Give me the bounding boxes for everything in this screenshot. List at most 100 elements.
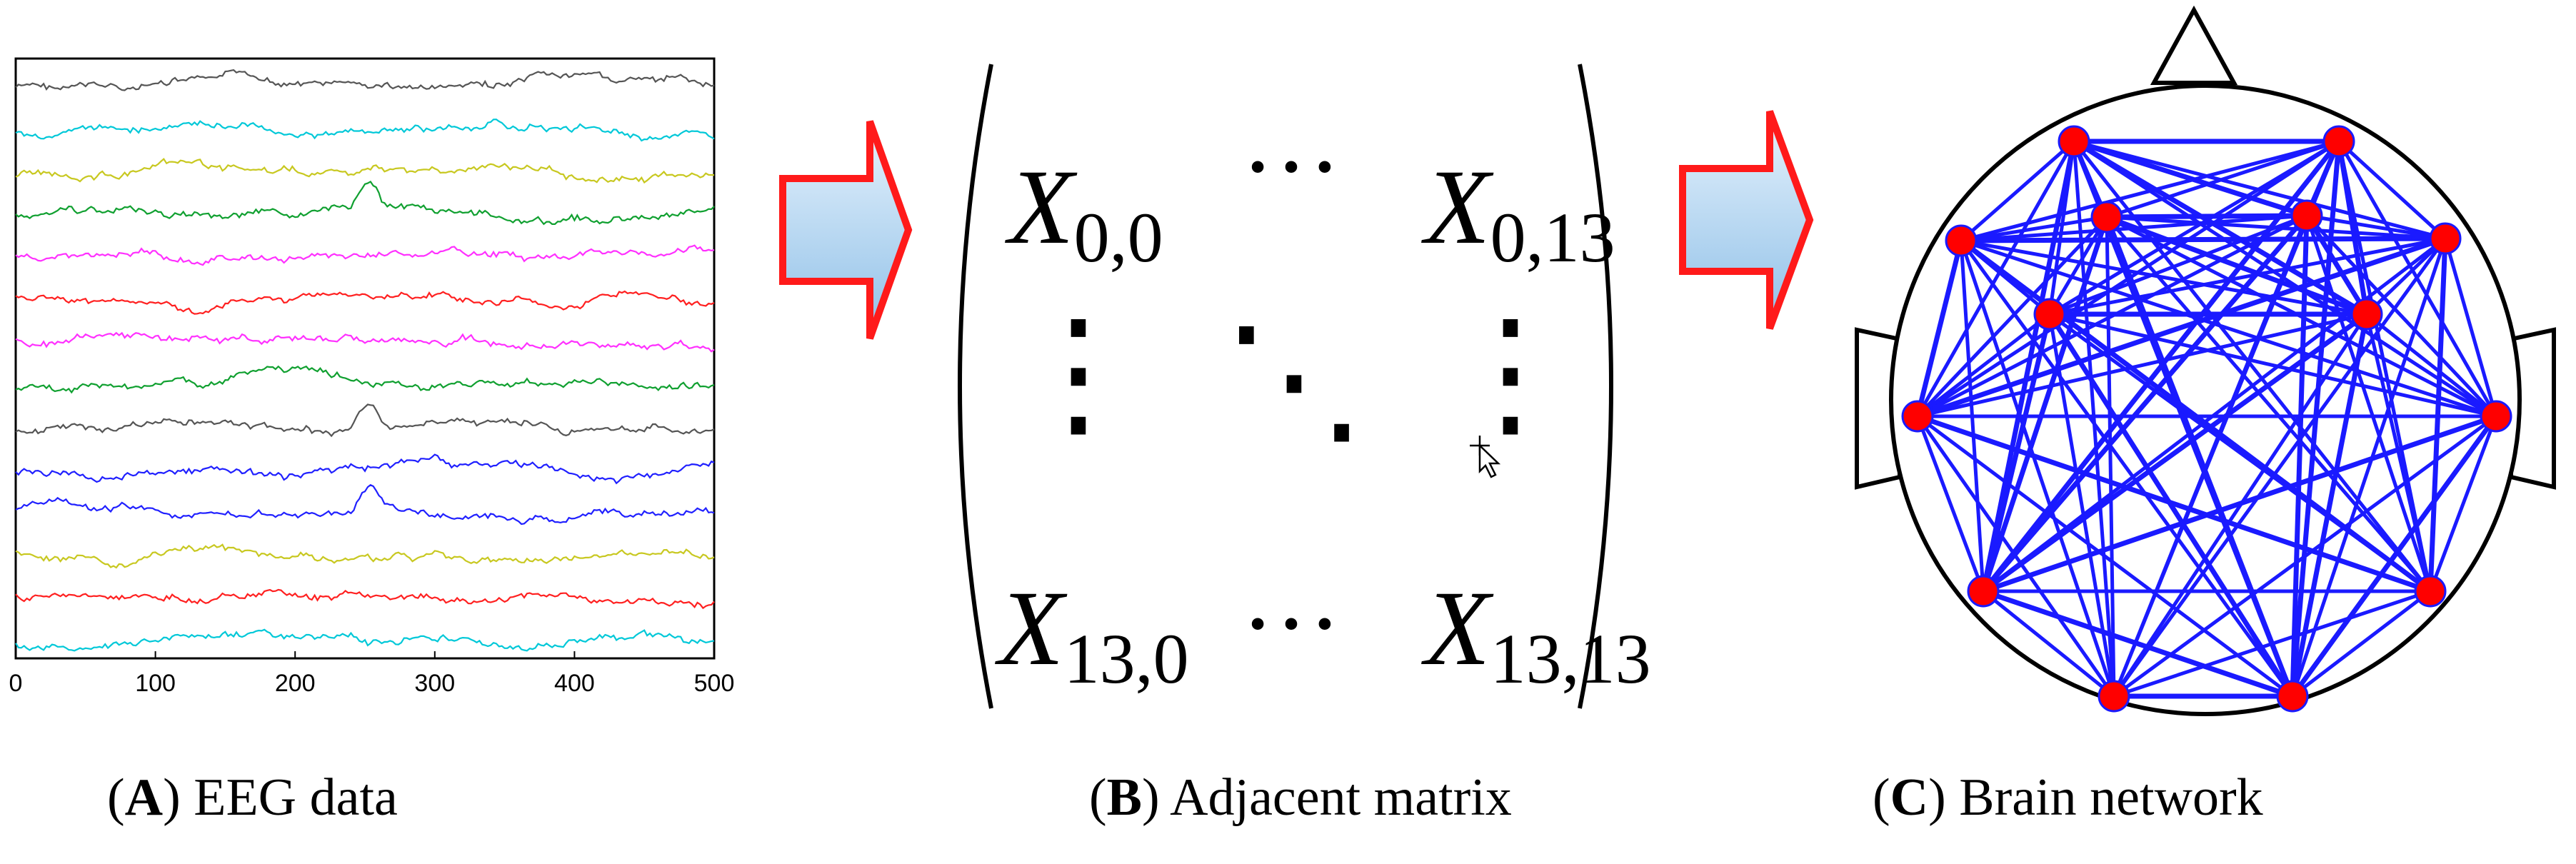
eeg-x-tick-label-4: 400 <box>554 670 595 697</box>
eeg-trace-4 <box>15 244 715 266</box>
eeg-trace-3 <box>15 180 715 226</box>
network-node-4 <box>2290 199 2323 232</box>
head-nose <box>2150 5 2238 85</box>
network-edge <box>2306 214 2446 241</box>
network-edge <box>2290 238 2447 697</box>
network-node-12 <box>2098 680 2130 713</box>
arrow-a-to-b-shape <box>779 120 913 340</box>
matrix-panel: X0,0 X0,13 X13,0 X13,13 … … ⋮ ⋮ ⋱ <box>958 64 1651 709</box>
network-node-6 <box>2033 298 2066 331</box>
network-node-9 <box>2480 400 2512 433</box>
network-edge <box>2428 416 2498 592</box>
arrow-a-to-b <box>779 120 913 340</box>
network-edge <box>1982 588 2294 699</box>
network-edge <box>1960 238 2367 316</box>
network-edge <box>2113 589 2431 698</box>
network-edge <box>1959 240 2116 697</box>
brain-network-panel <box>1855 5 2556 716</box>
eeg-trace-10 <box>15 483 715 526</box>
network-edge <box>2337 140 2447 240</box>
eeg-trace-1 <box>15 119 715 142</box>
matrix-entry-top-right: X0,13 <box>1421 148 1615 277</box>
network-edges <box>1915 139 2498 699</box>
matrix-entry-top-left: X0,0 <box>1005 148 1163 277</box>
arrow-b-to-c-shape <box>1679 110 1814 330</box>
eeg-x-tick-label-1: 100 <box>135 670 176 697</box>
matrix-vdots-right: ⋮ <box>1439 295 1582 453</box>
network-edge <box>1916 414 2294 698</box>
caption-b-text: Adjacent matrix <box>1170 768 1512 827</box>
eeg-trace-2 <box>15 158 715 184</box>
network-edge <box>1981 214 2309 593</box>
matrix-ddots: ⋱ <box>1223 302 1365 460</box>
network-edge <box>1982 590 2115 698</box>
network-edge <box>2305 214 2369 316</box>
network-node-0 <box>2058 125 2090 158</box>
caption-a-text: EEG data <box>194 768 398 827</box>
caption-a-letter: A <box>124 768 164 827</box>
eeg-x-tick-label-0: 0 <box>9 670 23 697</box>
matrix-entry-bottom-right: X13,13 <box>1421 569 1651 698</box>
network-edge <box>1960 139 2340 243</box>
network-edge <box>1960 140 2075 242</box>
network-edge <box>1917 312 2367 418</box>
eeg-trace-0 <box>15 69 715 91</box>
network-edge <box>1916 216 2108 418</box>
head-outline <box>1889 84 2522 716</box>
network-edge <box>2072 141 2116 697</box>
network-node-2 <box>1945 224 1978 257</box>
network-edge <box>2049 214 2307 316</box>
network-edge <box>1915 416 1985 592</box>
network-edge <box>2290 215 2310 697</box>
network-edge <box>1959 239 2295 698</box>
eeg-trace-6 <box>15 331 715 353</box>
network-node-8 <box>1901 400 1934 433</box>
network-edge <box>1915 140 2076 418</box>
network-edge <box>1981 312 2369 593</box>
network-edge <box>2112 237 2447 698</box>
eeg-traces <box>15 69 715 652</box>
network-edge <box>1915 240 1964 417</box>
network-nodes <box>1901 125 2512 713</box>
network-edge <box>2048 216 2109 316</box>
caption-c-letter: C <box>1890 768 1929 827</box>
network-edge <box>2105 216 2432 593</box>
network-edge <box>2049 312 2497 418</box>
network-node-3 <box>2090 201 2123 233</box>
eeg-trace-12 <box>15 588 715 610</box>
eeg-x-tick-label-2: 200 <box>275 670 316 697</box>
network-node-1 <box>2322 125 2355 158</box>
matrix-entry-bottom-left: X13,0 <box>995 569 1189 698</box>
network-edge <box>2073 139 2308 218</box>
network-node-10 <box>1967 575 2000 608</box>
network-node-11 <box>2414 575 2447 608</box>
network-edge <box>2290 414 2498 698</box>
network-edge <box>2365 313 2497 418</box>
network-edge <box>1960 236 2446 243</box>
matrix-left-paren <box>958 64 993 709</box>
network-node-7 <box>2350 298 2383 331</box>
network-edge <box>2365 313 2432 592</box>
caption-a: (A) EEG data <box>107 768 398 827</box>
matrix-hdots-top: … <box>1241 83 1341 194</box>
network-edge <box>1915 415 2116 698</box>
network-edge <box>2365 237 2447 316</box>
matrix-hdots-bottom: … <box>1241 540 1341 650</box>
network-edge <box>2305 214 2497 418</box>
network-edge <box>2105 216 2116 697</box>
network-edge <box>2105 214 2368 317</box>
network-edge <box>1980 313 2053 592</box>
caption-b: (B) Adjacent matrix <box>1089 768 1512 827</box>
network-edge <box>1916 413 2432 594</box>
network-edge <box>2073 139 2368 317</box>
network-edge <box>1916 313 2051 418</box>
eeg-trace-5 <box>15 290 715 315</box>
caption-b-letter: B <box>1106 768 1143 827</box>
network-edge <box>1960 238 2497 418</box>
matrix-vdots-left: ⋮ <box>1007 295 1150 453</box>
network-edge <box>1960 215 2108 243</box>
caption-c: (C) Brain network <box>1873 768 2263 827</box>
